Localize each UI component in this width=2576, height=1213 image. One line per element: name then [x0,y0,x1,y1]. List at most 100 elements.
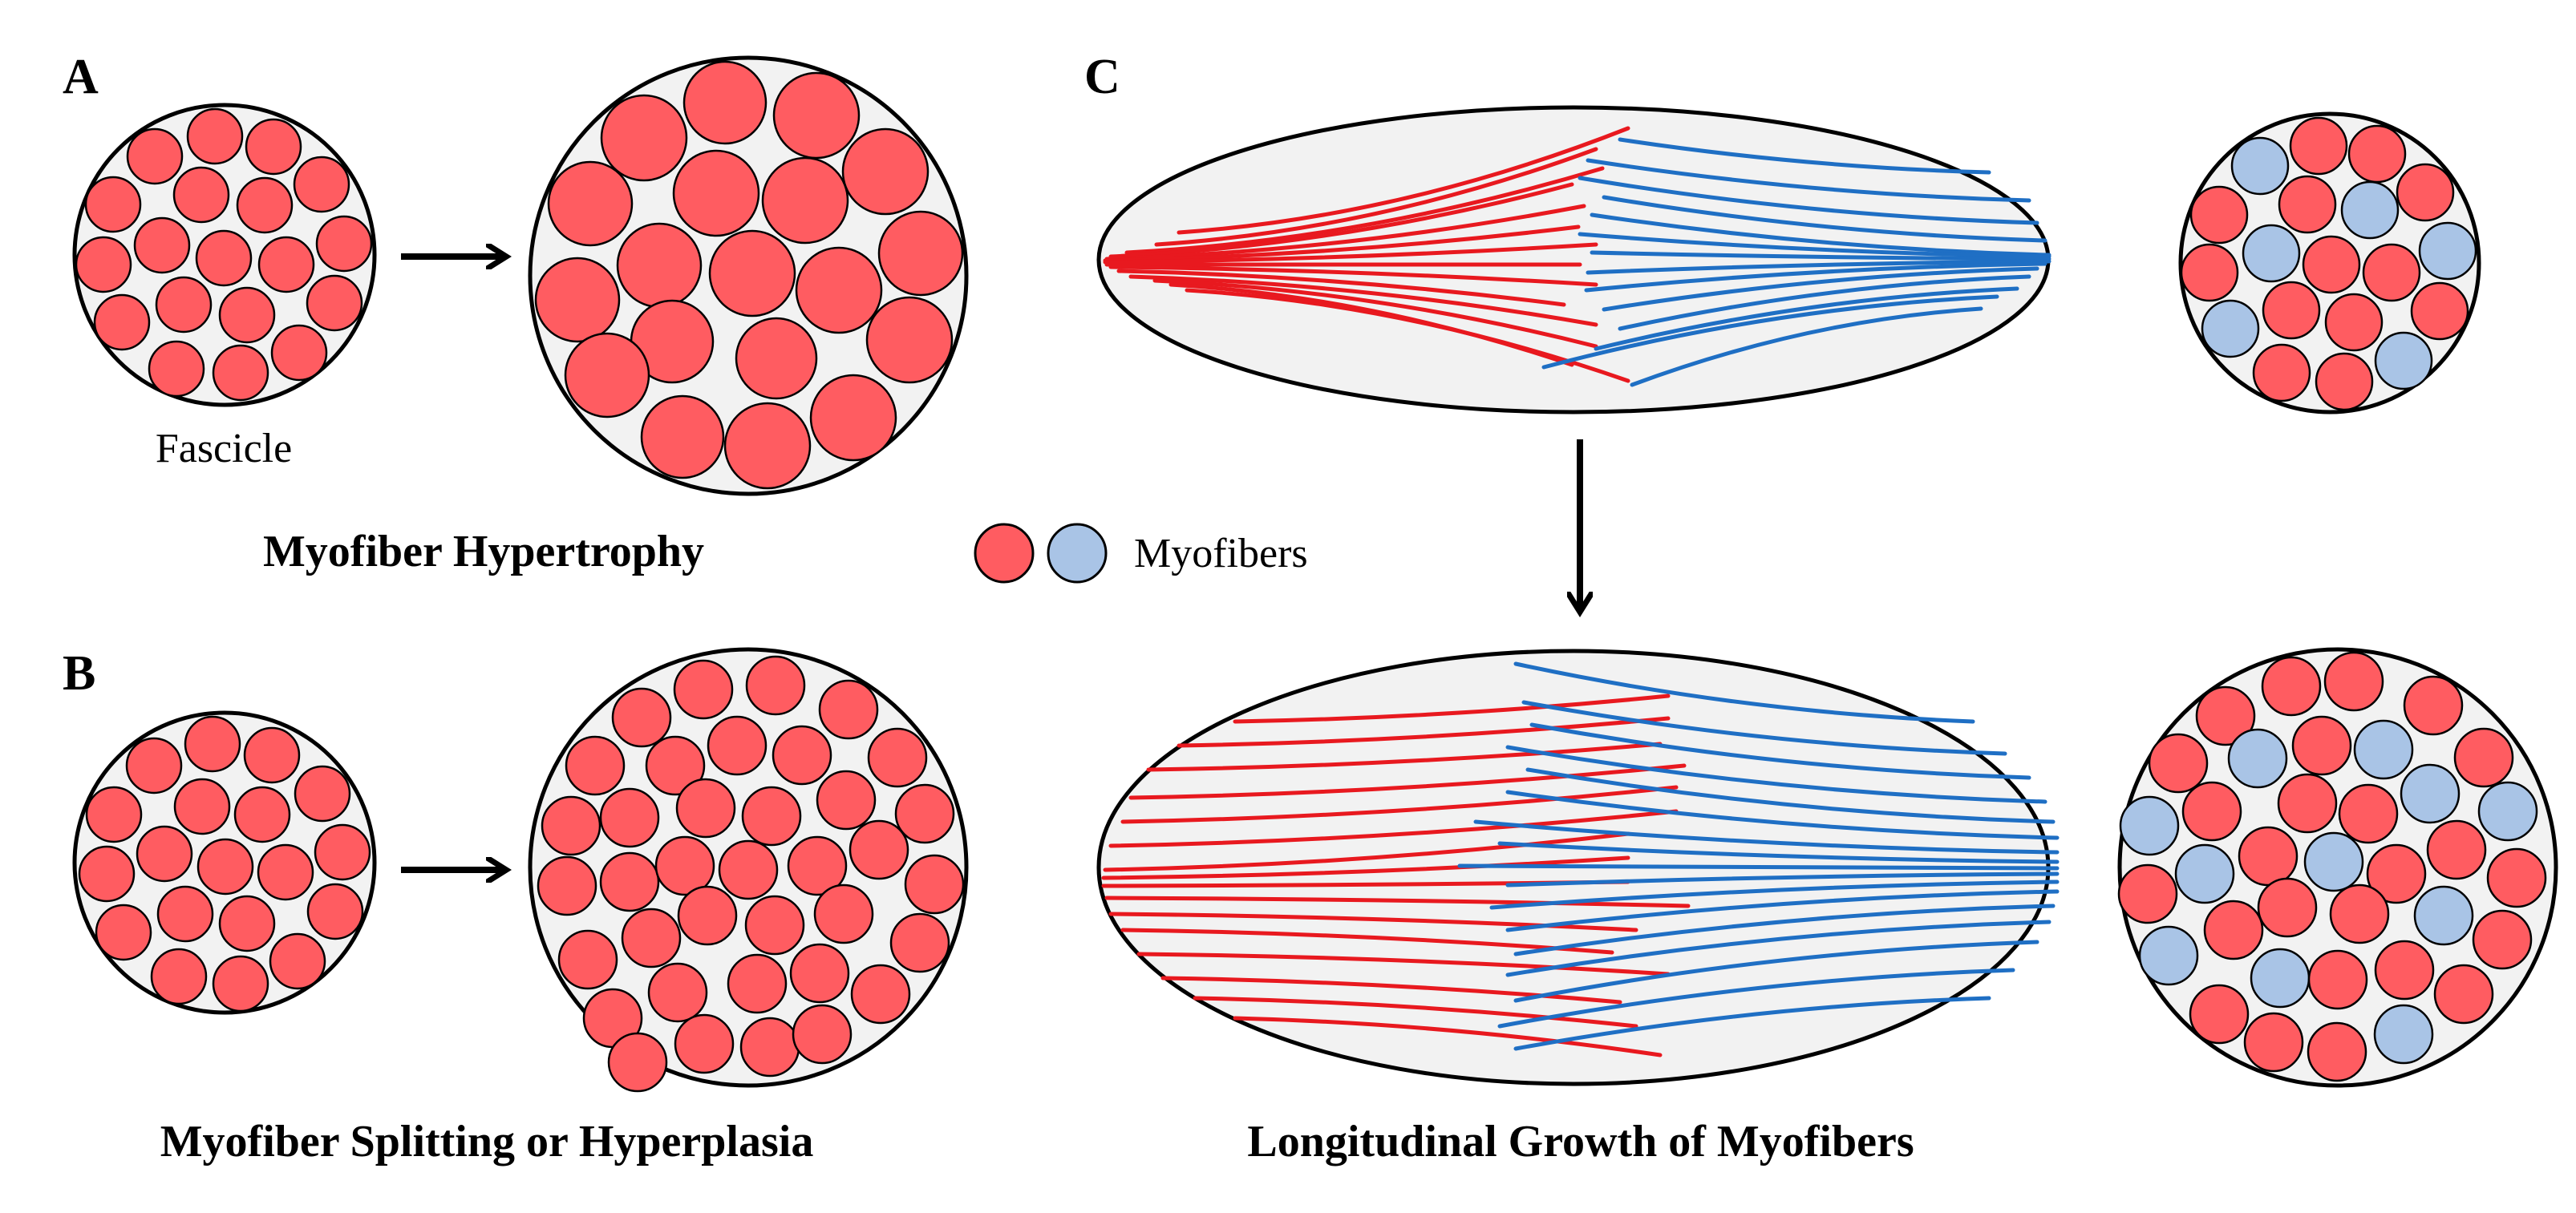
red-myofiber [218,895,276,952]
red-fiber-line [1136,952,1671,976]
red-myofiber [95,904,152,961]
red-myofiber [707,715,768,776]
red-myofiber [315,215,373,273]
myofiber-group [534,60,964,490]
blue-fiber-line [1457,863,2060,871]
red-myofiber [306,883,364,940]
red-myofiber [148,340,205,398]
red-myofiber [813,883,874,944]
red-myofiber [294,765,351,823]
red-myofiber [2289,116,2348,176]
red-myofiber [2262,281,2321,340]
red-fiber-line [1233,1016,1663,1057]
red-myofiber [269,932,326,990]
red-myofiber [186,107,244,165]
red-myofiber [2238,826,2299,887]
red-fiber-line [1233,693,1671,724]
red-fiber-line [1108,912,1638,932]
red-myofiber [314,823,371,881]
red-myofiber [196,838,254,896]
red-myofiber [537,855,597,916]
red-fiber-line [1193,996,1638,1029]
red-myofiber [2433,964,2494,1025]
panel-b: B Myofiber Splitting or Hyperplasia [63,646,969,1167]
red-myofiber [2278,175,2337,234]
red-myofiber [2180,243,2239,302]
red-fiber-line [1116,269,1566,307]
blue-myofiber [2119,795,2180,856]
red-myofiber [2396,163,2455,222]
red-myofiber [293,156,350,213]
red-myofiber [2243,1012,2304,1073]
red-myofiber [126,127,184,185]
red-myofiber [727,953,788,1014]
red-myofiber [212,955,269,1013]
red-myofiber [654,835,715,896]
panel-a: A Fascicle Myofiber Hypertrophy [63,50,969,576]
red-myofiber [85,786,143,843]
red-myofiber [867,727,928,788]
red-myofiber [674,1013,735,1074]
red-myofiber [270,324,328,382]
red-myofiber [2148,733,2209,794]
red-myofiber [741,786,802,847]
blue-fiber-line [1505,920,2051,977]
red-myofiber [2472,909,2533,970]
blue-fiber-line [1489,879,2060,910]
blue-fiber-line [1594,286,2019,351]
panel-b-letter: B [63,646,95,701]
red-myofiber [150,948,208,1005]
panel-c-caption: Longitudinal Growth of Myofibers [1247,1117,1914,1167]
red-myofiber [2302,235,2361,294]
red-myofiber [125,737,183,795]
red-myofiber [816,770,877,831]
red-myofiber [723,402,812,490]
red-myofiber [156,885,214,943]
red-myofiber [218,286,276,344]
red-myofiber [841,127,930,216]
muscle-spindle-after [1096,649,2060,1086]
red-myofiber [2189,185,2249,245]
red-fiber-line [1104,204,1586,261]
blue-fiber-line [1513,996,1991,1051]
blue-fiber-line [1505,889,2060,932]
red-myofiber [2291,715,2352,776]
red-fiber-line [1103,831,1630,872]
panel-b-caption: Myofiber Splitting or Hyperplasia [160,1117,814,1167]
blue-fiber-line [1586,158,2031,203]
red-myofiber [877,210,964,297]
panel-c-letter: C [1084,50,1120,104]
blue-myofiber [2242,224,2301,283]
red-fiber-line [1128,763,1687,800]
red-myofiber [599,787,660,848]
blue-fiber-line [1618,274,2031,331]
red-myofiber [557,929,618,990]
blue-fiber-line [1602,195,2047,243]
red-myofiber [675,778,736,839]
red-myofiber [772,71,861,160]
red-fiber-line [1152,278,1598,349]
fiber-lines [1103,126,2051,387]
red-fiber-line [1177,716,1671,748]
red-myofiber [306,274,363,332]
blue-fiber-line [1578,232,2051,259]
blue-fiber-line [1578,176,2039,225]
red-myofiber [173,778,231,835]
red-myofiber [243,726,301,784]
legend-label: Myofibers [1134,531,1308,576]
blue-fiber-line [1602,266,2039,312]
red-fiber-line [1108,809,1679,848]
muscle-spindle-before [1096,105,2051,414]
blue-fiber-line [1473,819,2060,855]
myofiber-group [2180,116,2477,411]
red-myofiber [184,715,241,773]
red-myofiber [735,317,818,400]
red-myofiber [2252,343,2311,402]
red-myofiber [534,257,621,343]
red-myofiber [84,176,142,233]
red-myofiber [547,160,634,247]
fascicle-before-hypertrophy [72,103,377,407]
red-myofiber [2315,352,2374,411]
blue-fiber-line [1529,722,2031,780]
red-myofiber [2203,900,2264,960]
